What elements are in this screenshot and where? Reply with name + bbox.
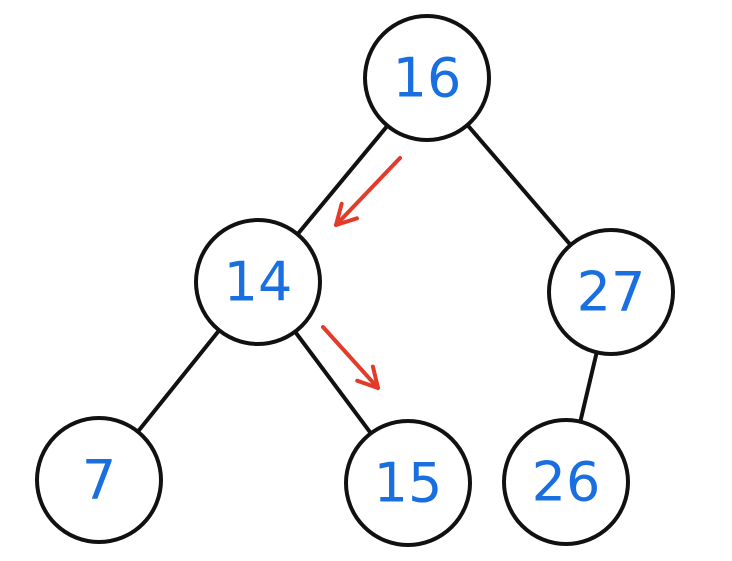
arrow-shaft [334,156,402,227]
arrows-layer [321,156,402,390]
node-circle [363,14,491,142]
tree-node-15: 15 [344,419,472,547]
node-label: 7 [82,449,116,512]
tree-node-26: 26 [502,418,630,546]
node-circle [344,419,472,547]
arrow-n14-to-n15 [321,325,380,390]
arrow-shaft [321,325,380,390]
arrow-n16-to-n14 [334,156,402,227]
node-label: 14 [224,251,293,314]
tree-node-14: 14 [194,218,322,346]
node-label: 16 [393,47,462,110]
arrow-head [334,201,359,227]
node-label: 27 [577,261,646,324]
arrow-head [355,364,380,390]
node-label: 15 [374,452,443,515]
tree-node-27: 27 [547,228,675,356]
node-label: 26 [532,451,601,514]
node-circle [35,416,163,544]
node-circle [547,228,675,356]
edges-layer [97,76,613,485]
nodes-layer: 16 14 27 7 15 26 [35,14,675,547]
tree-node-7: 7 [35,416,163,544]
tree-node-16: 16 [363,14,491,142]
node-circle [194,218,322,346]
node-circle [502,418,630,546]
